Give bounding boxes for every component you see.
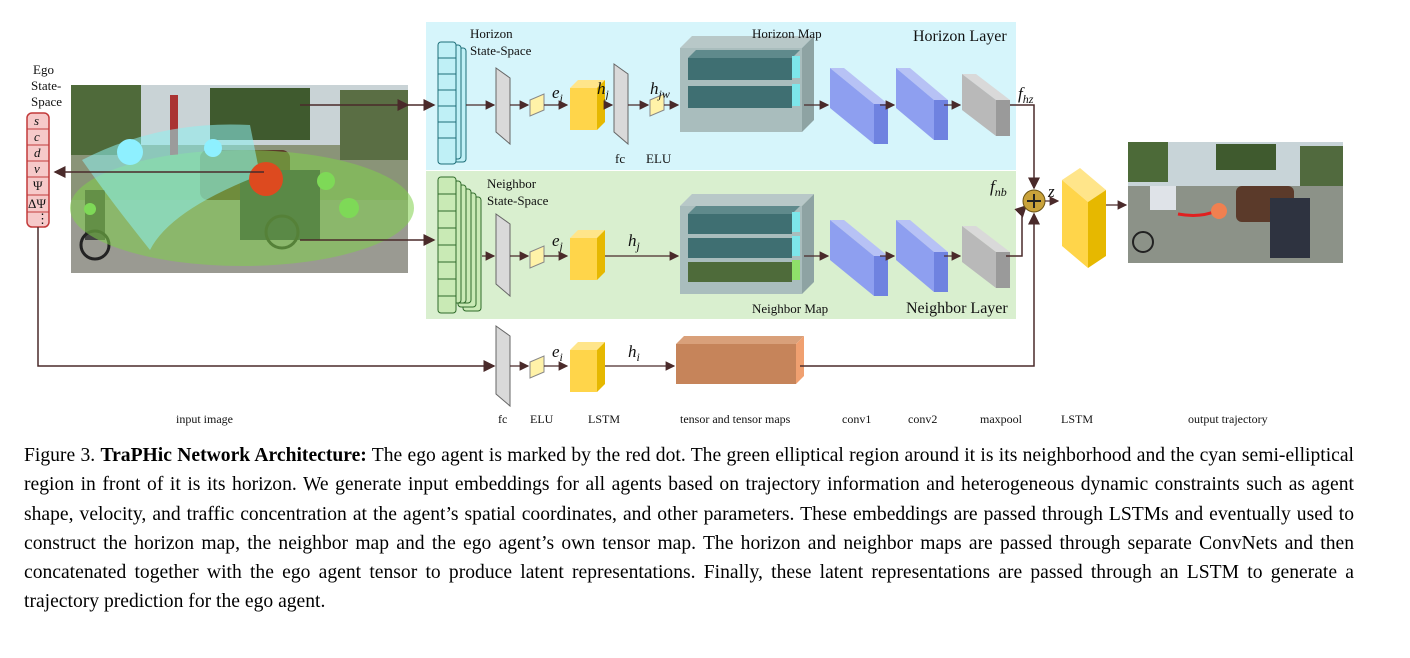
ego-h-label: hi <box>628 342 640 364</box>
ego-elu <box>529 355 545 379</box>
label-input-image: input image <box>176 412 233 426</box>
horizon-state-space-label-2: State-Space <box>470 43 532 58</box>
ego-cell-more: ⋮ <box>36 211 49 226</box>
ego-e-label: ei <box>552 342 563 364</box>
horizon-elu-label: ELU <box>646 151 672 166</box>
horizon-elu2 <box>649 93 665 117</box>
neighbor-conv2 <box>896 220 948 292</box>
horizon-output-label: fhz <box>1018 84 1034 106</box>
ego-lstm <box>570 342 605 392</box>
label-elu: ELU <box>530 412 554 426</box>
ego-state-title-3: Space <box>31 94 62 109</box>
neighbor-state-space-label-2: State-Space <box>487 193 549 208</box>
horizon-h-label: hj <box>597 79 610 101</box>
architecture-diagram: Ego State- Space s c d v Ψ ΔΨ ⋮ Horizon … <box>26 22 1343 426</box>
horizon-map <box>680 36 814 132</box>
horizon-lstm1 <box>570 80 605 130</box>
horizon-map-label: Horizon Map <box>752 26 822 41</box>
label-maxpool: maxpool <box>980 412 1023 426</box>
horizon-state-space-stack <box>437 41 467 165</box>
ego-fc <box>495 325 511 408</box>
neighbor-h-label: hj <box>628 231 641 253</box>
label-lstm: LSTM <box>588 412 620 426</box>
neighbor-layer-label: Neighbor Layer <box>906 300 1008 317</box>
horizon-state-space-label-1: Horizon <box>470 26 513 41</box>
label-lstm2: LSTM <box>1061 412 1093 426</box>
label-conv2: conv2 <box>908 412 937 426</box>
neighbor-map-label: Neighbor Map <box>752 301 828 316</box>
ego-state-title-2: State- <box>31 78 61 93</box>
caption-body: The ego agent is marked by the red dot. … <box>24 445 1354 613</box>
horizon-elu1 <box>529 93 545 117</box>
caption-title: TraPHic Network Architecture: <box>100 445 367 466</box>
caption-prefix: Figure 3. <box>24 445 101 466</box>
horizon-fc2 <box>613 63 629 146</box>
neighbor-maxpool <box>962 226 1010 288</box>
horizon-e-label: ej <box>552 83 564 105</box>
neighbor-output-label: fnb <box>990 177 1007 199</box>
neighbor-map <box>680 194 814 294</box>
ego-cell-dpsi: ΔΨ <box>28 196 46 211</box>
output-trajectory-image <box>1128 142 1343 263</box>
ego-cell-s: s <box>34 113 39 128</box>
ego-branch-path <box>37 227 496 372</box>
label-fc: fc <box>498 412 507 426</box>
z-label: z <box>1047 182 1055 201</box>
ego-tensor <box>676 336 804 384</box>
ego-cell-d: d <box>34 145 41 160</box>
horizon-fc-label: fc <box>615 151 625 166</box>
ego-cell-v: v <box>34 161 40 176</box>
horizon-layer-label: Horizon Layer <box>913 28 1007 45</box>
ego-state-title-1: Ego <box>33 62 54 77</box>
horizon-hw-label: hjw <box>650 79 670 101</box>
label-tensor-maps: tensor and tensor maps <box>680 412 791 426</box>
neighbor-e-label: ej <box>552 231 564 253</box>
neighbor-lstm1 <box>570 230 605 280</box>
figure-caption: Figure 3. TraPHic Network Architecture: … <box>24 441 1354 617</box>
neighbor-elu1 <box>529 245 545 269</box>
horizon-conv2 <box>896 68 948 140</box>
label-output-trajectory: output trajectory <box>1188 412 1268 426</box>
ego-cell-psi: Ψ <box>33 178 43 193</box>
horizon-conv1 <box>830 68 888 144</box>
neighbor-conv1 <box>830 220 888 296</box>
final-lstm <box>1062 168 1106 268</box>
ego-cell-c: c <box>34 129 40 144</box>
neighbor-state-space-label-1: Neighbor <box>487 176 537 191</box>
neighbor-state-space-stack <box>437 176 482 314</box>
label-conv1: conv1 <box>842 412 871 426</box>
concat-node <box>1022 189 1046 213</box>
input-image <box>70 85 414 273</box>
neighbor-fc1 <box>495 213 511 298</box>
horizon-fc1 <box>495 67 511 146</box>
horizon-maxpool <box>962 74 1010 136</box>
